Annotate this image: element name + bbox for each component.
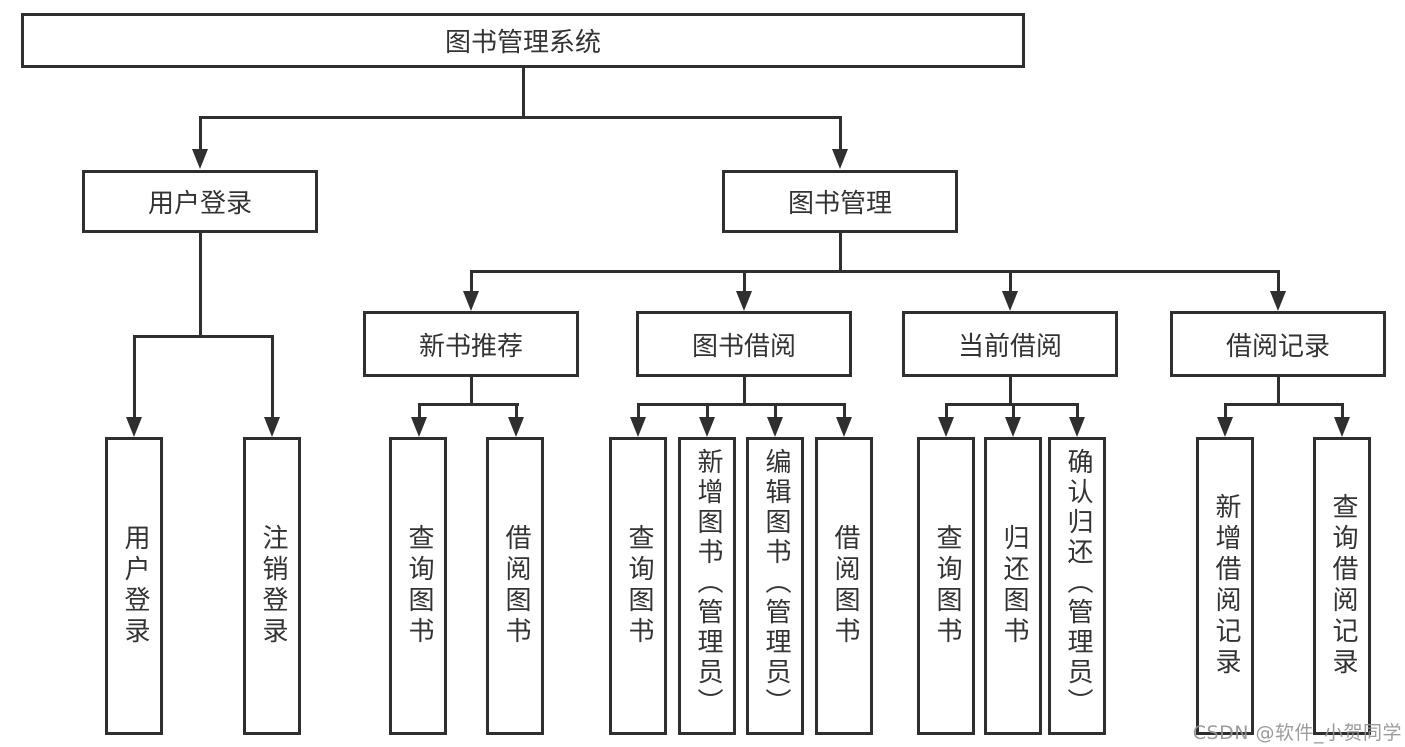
leaf-borrow-books: 借阅图书 <box>815 437 873 735</box>
node-current-borrowing-label: 当前借阅 <box>957 331 1062 362</box>
leaf-query-books-recommend: 查询图书 <box>389 437 447 735</box>
connector-leaf-stem <box>944 403 948 420</box>
node-book-management-label: 图书管理 <box>787 189 892 219</box>
node-root: 图书管理系统 <box>21 13 1025 68</box>
connector-book-management-stem <box>838 233 842 273</box>
connector-leaf-stem <box>132 335 136 419</box>
leaf-confirm-return-admin: 确认归还（管理员） <box>1048 437 1106 735</box>
arrowhead-icon <box>264 417 280 437</box>
connector-leaf-stem <box>773 403 777 420</box>
connector-splitter <box>1223 403 1344 406</box>
connector-section-stem <box>742 270 746 293</box>
watermark: CSDN @软件_小贺同学 <box>1192 722 1402 744</box>
node-new-book-recommend: 新书推荐 <box>363 311 579 377</box>
leaf-query-books-recommend-label: 查询图书 <box>403 524 434 648</box>
arrowhead-manage-icon <box>832 149 848 169</box>
leaf-add-books-admin: 新增图书（管理员） <box>678 437 736 735</box>
leaf-add-borrow-record: 新增借阅记录 <box>1196 437 1254 735</box>
arrowhead-icon <box>1217 417 1233 437</box>
arrowhead-icon <box>736 291 752 311</box>
arrowhead-icon <box>699 417 715 437</box>
node-book-management: 图书管理 <box>722 170 958 233</box>
leaf-query-books-borrowing: 查询图书 <box>609 437 667 735</box>
connector-splitter <box>636 403 846 406</box>
leaf-query-books-borrowing-label: 查询图书 <box>623 524 654 648</box>
leaf-user-login: 用户登录 <box>105 437 163 735</box>
connector-leaf-stem <box>636 403 640 420</box>
connector-leaf-stem <box>514 403 518 420</box>
arrowhead-icon <box>1270 291 1286 311</box>
node-borrowing-records-label: 借阅记录 <box>1225 331 1330 362</box>
node-user-login: 用户登录 <box>82 170 318 233</box>
connector-manage-stem <box>838 116 842 152</box>
connector-section-down-stem <box>469 377 473 406</box>
leaf-borrow-books-recommend: 借阅图书 <box>486 437 544 735</box>
connector-leaf-stem <box>705 403 709 420</box>
arrowhead-icon <box>1334 417 1350 437</box>
connector-leaf-stem <box>1011 403 1015 420</box>
leaf-user-login-label: 用户登录 <box>119 524 150 648</box>
node-user-login-label: 用户登录 <box>147 189 252 219</box>
connector-user-login-stem <box>198 233 202 338</box>
leaf-borrow-books-recommend-label: 借阅图书 <box>500 524 531 648</box>
arrowhead-icon <box>411 417 427 437</box>
node-current-borrowing: 当前借阅 <box>902 311 1118 377</box>
connector-leaf-stem <box>1340 403 1344 420</box>
arrowhead-icon <box>1002 291 1018 311</box>
connector-splitter <box>417 403 519 406</box>
arrowhead-icon <box>1005 417 1021 437</box>
leaf-query-borrow-record-label: 查询借阅记录 <box>1327 493 1358 679</box>
connector-section-stem <box>1008 270 1012 293</box>
connector-leaf-stem <box>1223 403 1227 420</box>
leaf-add-borrow-record-label: 新增借阅记录 <box>1210 493 1241 679</box>
connector-section-stem <box>1276 270 1280 293</box>
connector-section-down-stem <box>1276 377 1280 406</box>
connector-root-splitter <box>198 116 842 119</box>
connector-section-stem <box>469 270 473 293</box>
leaf-edit-books-admin-label: 编辑图书（管理员） <box>760 448 791 718</box>
arrowhead-icon <box>126 417 142 437</box>
connector-section-down-stem <box>742 377 746 406</box>
leaf-borrow-books-label: 借阅图书 <box>829 524 860 648</box>
leaf-query-borrow-record: 查询借阅记录 <box>1313 437 1371 735</box>
connector-login-stem <box>198 116 202 152</box>
node-borrowing-records: 借阅记录 <box>1170 311 1386 377</box>
connector-root-stem <box>521 68 525 119</box>
arrowhead-icon <box>463 291 479 311</box>
connector-leaf-stem <box>270 335 274 419</box>
arrowhead-icon <box>836 417 852 437</box>
arrowhead-login-icon <box>192 149 208 169</box>
leaf-confirm-return-admin-label: 确认归还（管理员） <box>1062 448 1093 718</box>
connector-leaf-stem <box>417 403 421 420</box>
leaf-logout: 注销登录 <box>243 437 301 735</box>
arrowhead-icon <box>767 417 783 437</box>
arrowhead-icon <box>630 417 646 437</box>
leaf-query-books-current-label: 查询图书 <box>931 524 962 648</box>
leaf-query-books-current: 查询图书 <box>917 437 975 735</box>
connector-leaf-stem <box>842 403 846 420</box>
node-book-borrowing: 图书借阅 <box>636 311 852 377</box>
leaf-return-books: 归还图书 <box>984 437 1042 735</box>
leaf-logout-label: 注销登录 <box>257 524 288 648</box>
node-book-borrowing-label: 图书借阅 <box>691 331 796 362</box>
node-new-book-recommend-label: 新书推荐 <box>418 331 523 362</box>
arrowhead-icon <box>1069 417 1085 437</box>
connector-user-login-splitter <box>132 335 274 338</box>
leaf-add-books-admin-label: 新增图书（管理员） <box>692 448 723 718</box>
connector-leaf-stem <box>1075 403 1079 420</box>
arrowhead-icon <box>938 417 954 437</box>
connector-book-management-splitter <box>469 270 1280 273</box>
leaf-edit-books-admin: 编辑图书（管理员） <box>746 437 804 735</box>
connector-section-down-stem <box>1008 377 1012 406</box>
node-root-label: 图书管理系统 <box>444 28 601 58</box>
arrowhead-icon <box>508 417 524 437</box>
leaf-return-books-label: 归还图书 <box>998 524 1029 648</box>
